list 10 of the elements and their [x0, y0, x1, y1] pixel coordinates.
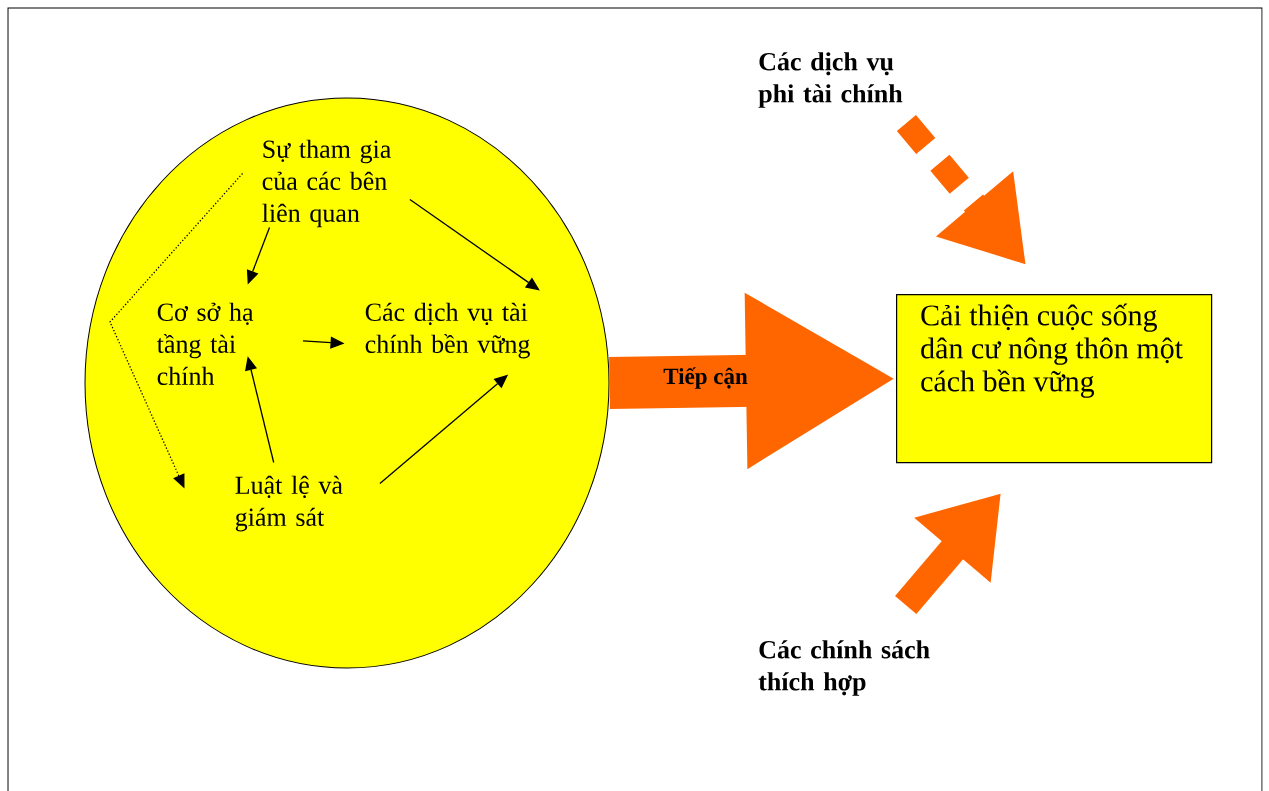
text-label: Các dịch vụ phi tài chính	[758, 52, 903, 108]
text-label: Luật lệ và giám sát	[235, 475, 343, 532]
ellipse-shape	[84, 97, 610, 669]
text-box: Cải thiện cuộc sống dân cư nông thôn một cách bền vững	[896, 294, 1213, 464]
text-label: Các chính sách thích hợp	[758, 640, 930, 696]
text-label: Cơ sở hạ tầng tài chính	[156, 302, 254, 385]
text-label: Sự tham gia của các bên liên quan	[262, 139, 391, 228]
edge-label: Tiếp cận	[662, 366, 749, 390]
arrow	[409, 198, 540, 291]
text-label: Các dịch vụ tài chính bền vững	[365, 302, 530, 359]
